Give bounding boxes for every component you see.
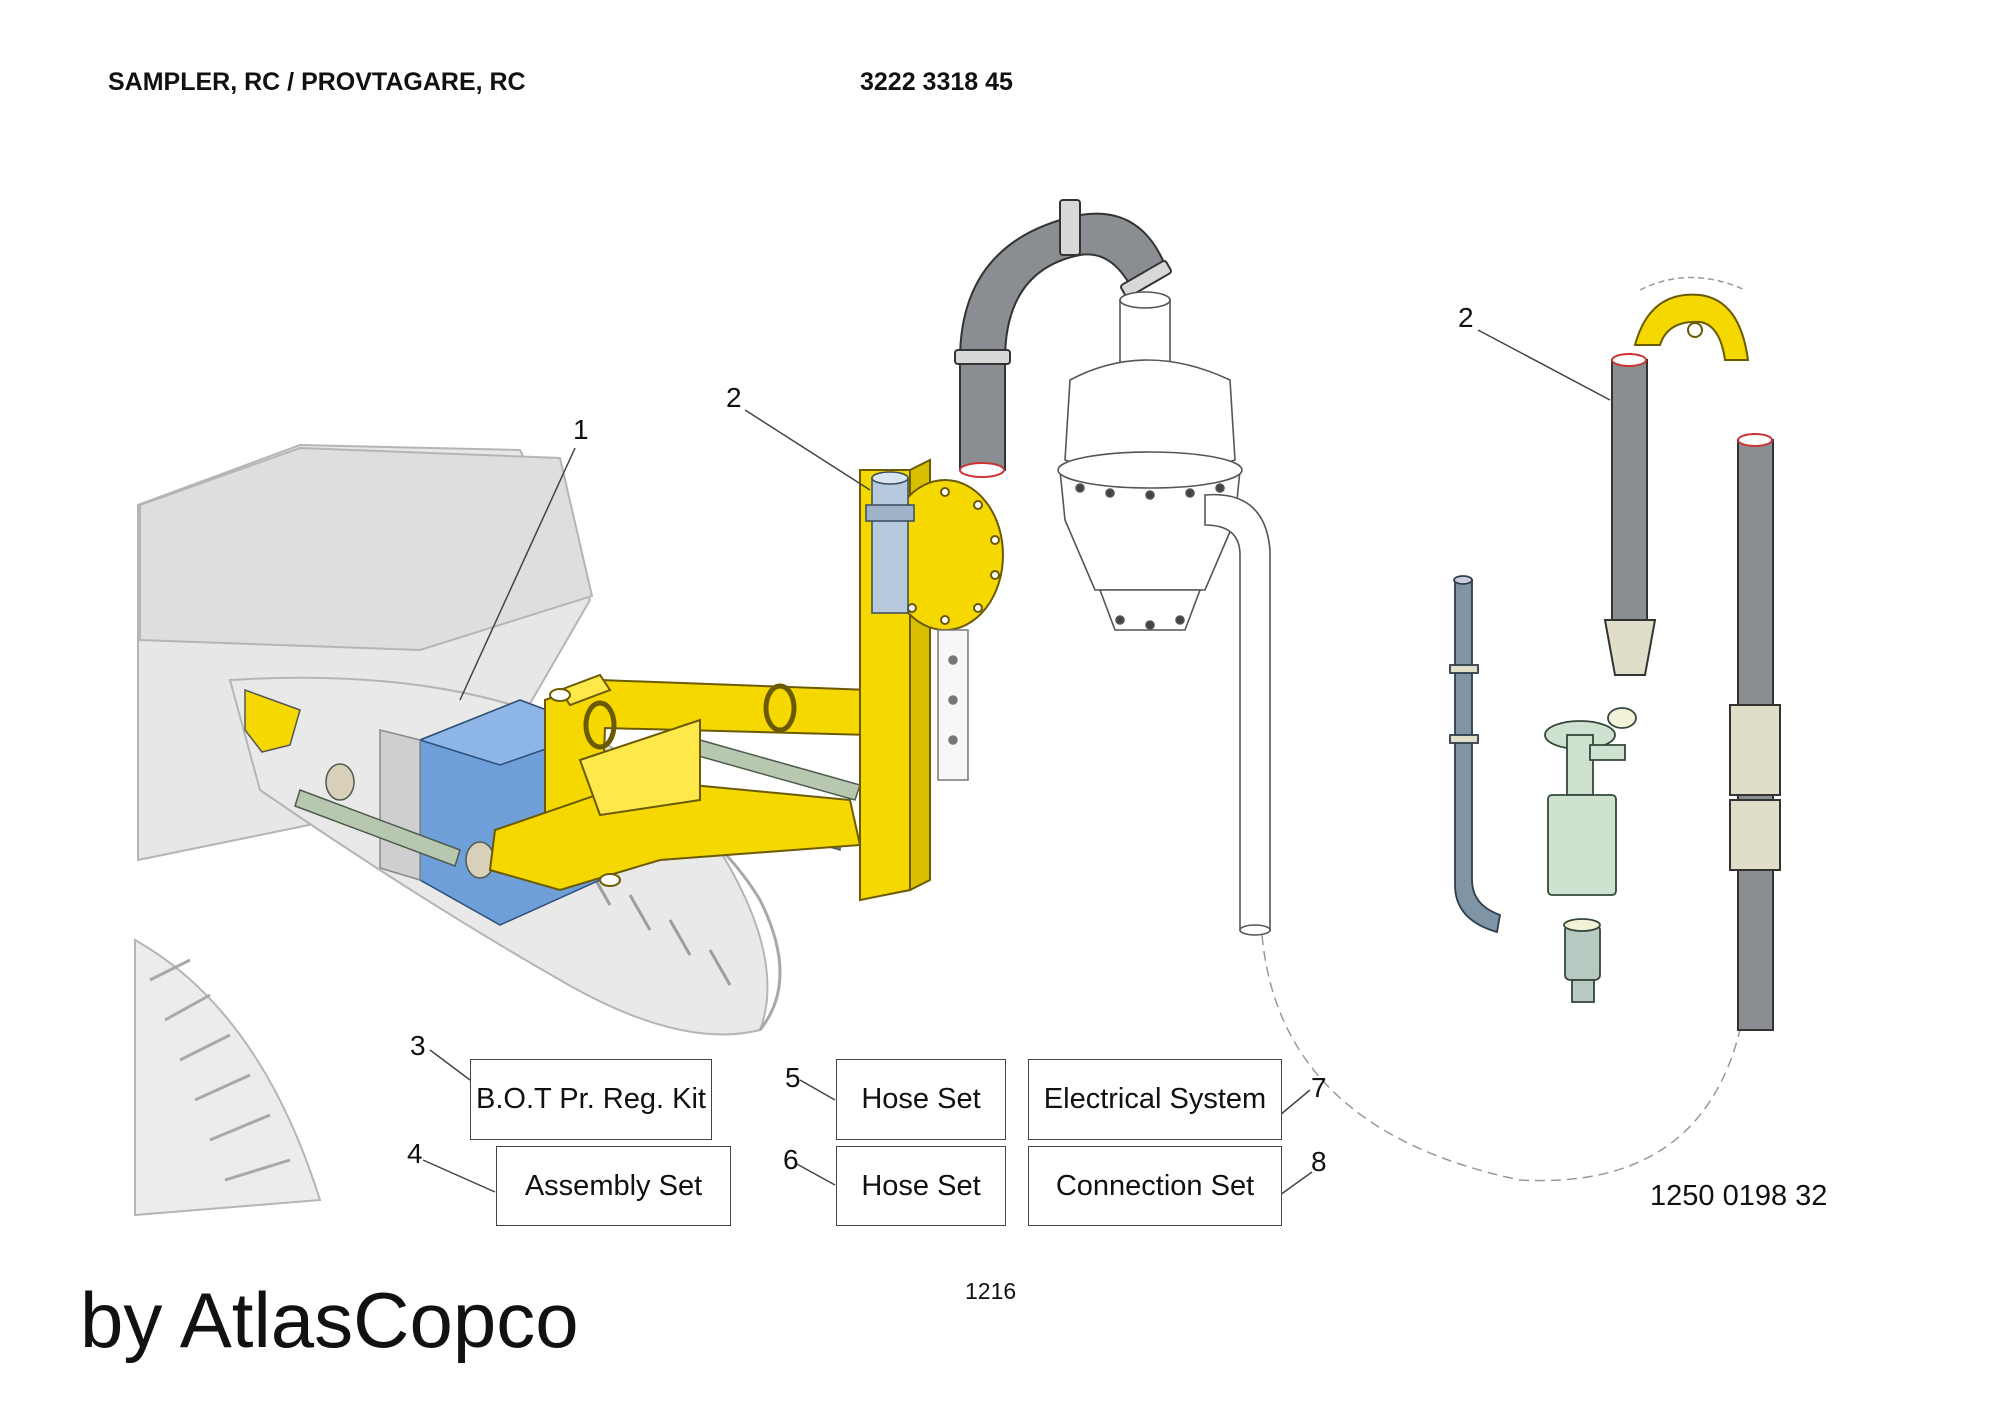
right-grey-hose-long [1729,433,1781,1031]
brand-caption: by AtlasCopco [80,1276,579,1364]
box-assembly-set: Assembly Set [496,1146,731,1226]
document-title: SAMPLER, RC / PROVTAGARE, RC [108,68,526,96]
callout-8: 8 [1311,1146,1327,1177]
callout-1: 1 [573,414,589,445]
callout-3: 3 [410,1030,426,1061]
bolt-strip [937,629,969,781]
box-hose-set-5: Hose Set [836,1059,1006,1140]
box-bot-pr-reg-kit: B.O.T Pr. Reg. Kit [470,1059,712,1140]
box-electrical-system: Electrical System [1028,1059,1282,1140]
rig-bracket [244,688,301,753]
page-number: 1216 [965,1278,1017,1304]
drawing-number: 1250 0198 32 [1650,1180,1828,1212]
callout-6: 6 [783,1144,799,1175]
callout-4: 4 [407,1138,423,1169]
grey-hose-elbow [954,199,1172,478]
callout-2-left: 2 [726,382,742,413]
callout-5: 5 [785,1062,801,1093]
box-connection-set: Connection Set [1028,1146,1282,1226]
part-number: 3222 3318 45 [860,68,1013,96]
blue-grey-pipe [1449,575,1502,934]
callout-2-right: 2 [1458,302,1474,333]
cyclone-separator [1057,291,1271,936]
callout-7: 7 [1311,1072,1327,1103]
box-hose-set-6: Hose Set [836,1146,1006,1226]
yellow-flange-plate [1633,276,1750,361]
callout-leaders [422,329,1611,1196]
hose-routing-dashed [1261,934,1741,1182]
vertical-sample-tube [865,471,915,614]
sampler-valve-assembly [1544,707,1637,1003]
right-grey-hose-short [1603,353,1657,676]
